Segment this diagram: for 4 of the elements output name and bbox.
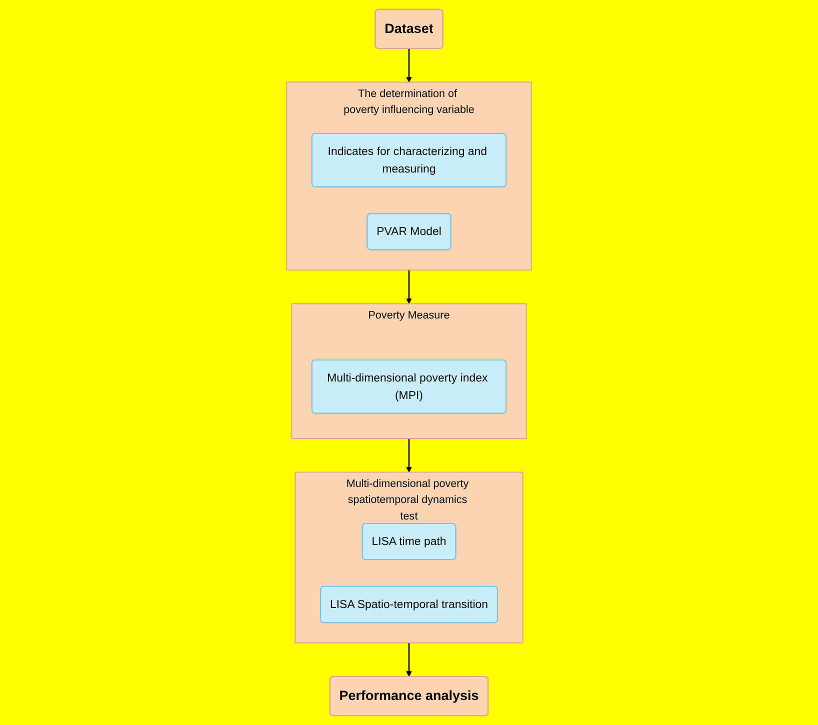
arrow [406,438,412,472]
arrow [406,270,412,304]
arrow [406,642,412,677]
arrow [406,48,412,82]
